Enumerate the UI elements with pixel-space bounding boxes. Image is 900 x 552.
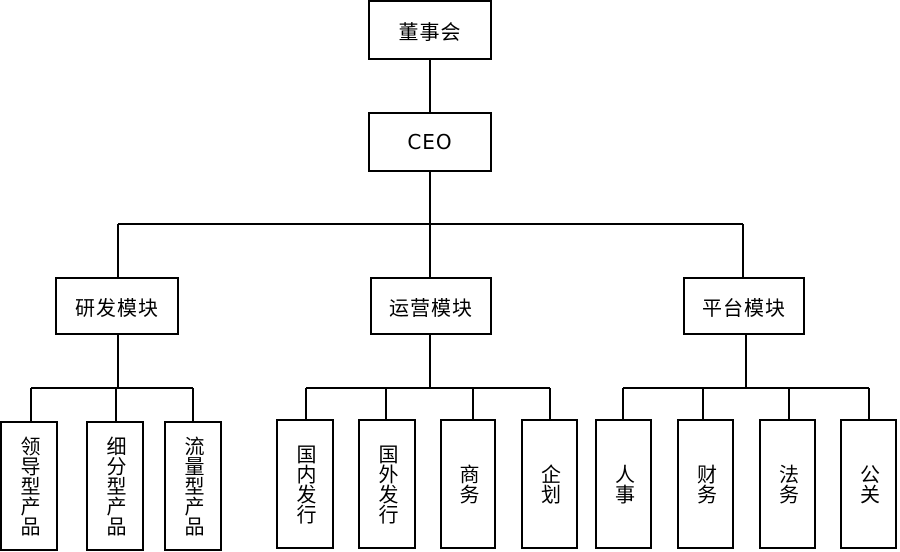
leaf-label: 国外发行	[375, 444, 399, 524]
node-ceo: CEO	[368, 112, 492, 172]
node-hr: 人事	[595, 419, 652, 549]
leaf-label: 细分型产品	[103, 436, 127, 536]
node-module-platform: 平台模块	[683, 277, 805, 335]
node-niche-product: 细分型产品	[86, 421, 144, 551]
leaf-label: 商务	[456, 464, 480, 504]
node-planning: 企划	[521, 419, 578, 549]
leaf-label: 法务	[775, 464, 800, 504]
leaf-label: 企划	[537, 464, 562, 504]
node-traffic-product: 流量型产品	[164, 421, 222, 551]
leaf-label: 人事	[611, 464, 636, 504]
leaf-label: 流量型产品	[181, 436, 205, 536]
node-module-operations: 运营模块	[370, 277, 492, 335]
node-leader-product: 领导型产品	[0, 421, 58, 551]
leaf-label: 公关	[856, 464, 881, 504]
leaf-label: 财务	[693, 464, 718, 504]
node-business: 商务	[440, 419, 496, 549]
node-domestic-publishing: 国内发行	[276, 419, 334, 549]
node-overseas-publishing: 国外发行	[358, 419, 416, 549]
node-board-label: 董事会	[398, 19, 462, 44]
leaf-label: 领导型产品	[17, 436, 41, 536]
node-module-rd: 研发模块	[55, 277, 179, 335]
module-label: 平台模块	[702, 295, 786, 320]
module-label: 运营模块	[389, 295, 473, 320]
node-board: 董事会	[368, 0, 492, 60]
node-finance: 财务	[677, 419, 734, 549]
module-label: 研发模块	[75, 295, 159, 320]
node-ceo-label: CEO	[407, 130, 453, 154]
node-pr: 公关	[840, 419, 897, 549]
node-legal: 法务	[759, 419, 816, 549]
leaf-label: 国内发行	[293, 444, 317, 524]
